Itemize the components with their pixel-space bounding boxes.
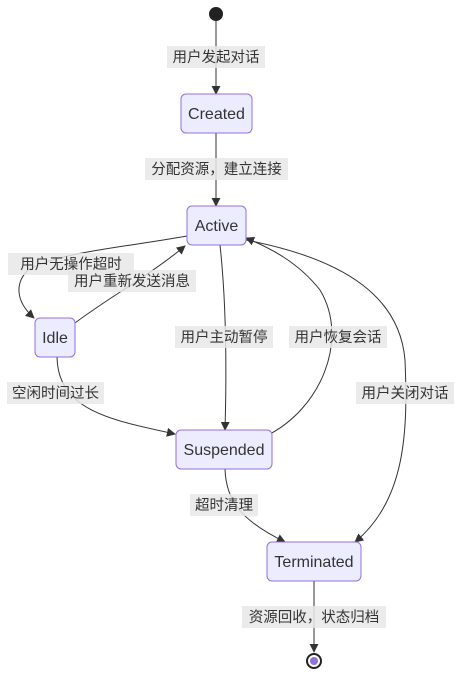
- state-active-label: Active: [195, 218, 239, 235]
- state-idle: Idle: [34, 317, 76, 358]
- state-suspended-label: Suspended: [184, 442, 265, 459]
- label-created-active: 分配资源，建立连接: [145, 158, 288, 180]
- label-start-created: 用户发起对话: [167, 46, 265, 68]
- state-created-label: Created: [188, 106, 245, 123]
- svg-text:用户重新发送消息: 用户重新发送消息: [74, 273, 190, 290]
- label-active-terminated: 用户关闭对话: [356, 382, 454, 404]
- state-suspended: Suspended: [175, 429, 273, 470]
- label-terminated-end: 资源回收，状态归档: [242, 606, 386, 628]
- state-terminated-label: Terminated: [274, 554, 353, 571]
- svg-text:用户无操作超时: 用户无操作超时: [20, 256, 122, 273]
- svg-text:资源回收，状态归档: 资源回收，状态归档: [249, 609, 380, 626]
- state-idle-label: Idle: [42, 330, 68, 347]
- label-idle-suspended: 空闲时间过长: [7, 382, 104, 404]
- svg-text:超时清理: 超时清理: [195, 497, 253, 514]
- svg-text:用户主动暂停: 用户主动暂停: [181, 329, 268, 346]
- state-active: Active: [186, 205, 247, 246]
- edge-idle-suspended: [56, 356, 176, 437]
- start-node: [209, 7, 223, 21]
- label-active-idle: 用户无操作超时: [8, 253, 134, 275]
- edge-active-terminated: [245, 239, 407, 543]
- label-suspended-active: 用户恢复会话: [289, 326, 387, 348]
- svg-text:用户恢复会话: 用户恢复会话: [295, 328, 382, 346]
- label-active-suspended: 用户主动暂停: [175, 326, 273, 348]
- svg-text:用户关闭对话: 用户关闭对话: [362, 385, 449, 402]
- svg-text:用户发起对话: 用户发起对话: [173, 49, 260, 66]
- end-node: [306, 653, 322, 669]
- edge-suspended-active: [245, 236, 333, 437]
- label-idle-active: 用户重新发送消息: [68, 270, 196, 292]
- state-terminated: Terminated: [266, 541, 362, 582]
- state-created: Created: [180, 93, 253, 134]
- label-suspended-terminated: 超时清理: [190, 494, 258, 516]
- svg-text:空闲时间过长: 空闲时间过长: [12, 385, 99, 402]
- svg-text:分配资源，建立连接: 分配资源，建立连接: [151, 161, 282, 178]
